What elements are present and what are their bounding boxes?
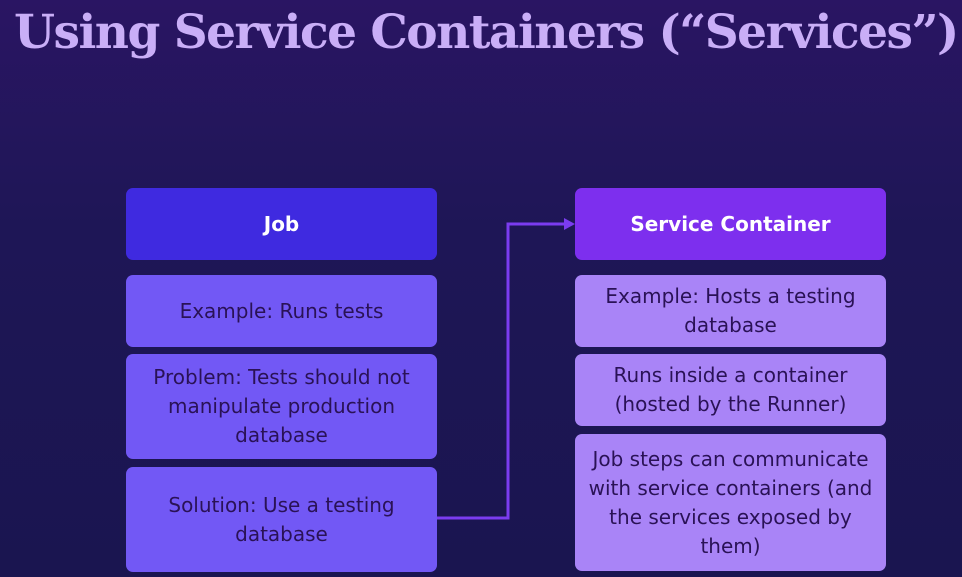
- job-example-box: Example: Runs tests: [126, 275, 437, 347]
- service-runs-box: Runs inside a container (hosted by the R…: [575, 354, 886, 426]
- service-communicate-box: Job steps can communicate with service c…: [575, 434, 886, 571]
- arrowhead-icon: [564, 218, 575, 230]
- connector-line: [437, 222, 566, 520]
- service-container-header: Service Container: [575, 188, 886, 260]
- service-example-box: Example: Hosts a testing database: [575, 275, 886, 347]
- job-solution-box: Solution: Use a testing database: [126, 467, 437, 572]
- slide-title: Using Service Containers (“Services”): [14, 5, 959, 60]
- job-problem-box: Problem: Tests should not manipulate pro…: [126, 354, 437, 459]
- job-header: Job: [126, 188, 437, 260]
